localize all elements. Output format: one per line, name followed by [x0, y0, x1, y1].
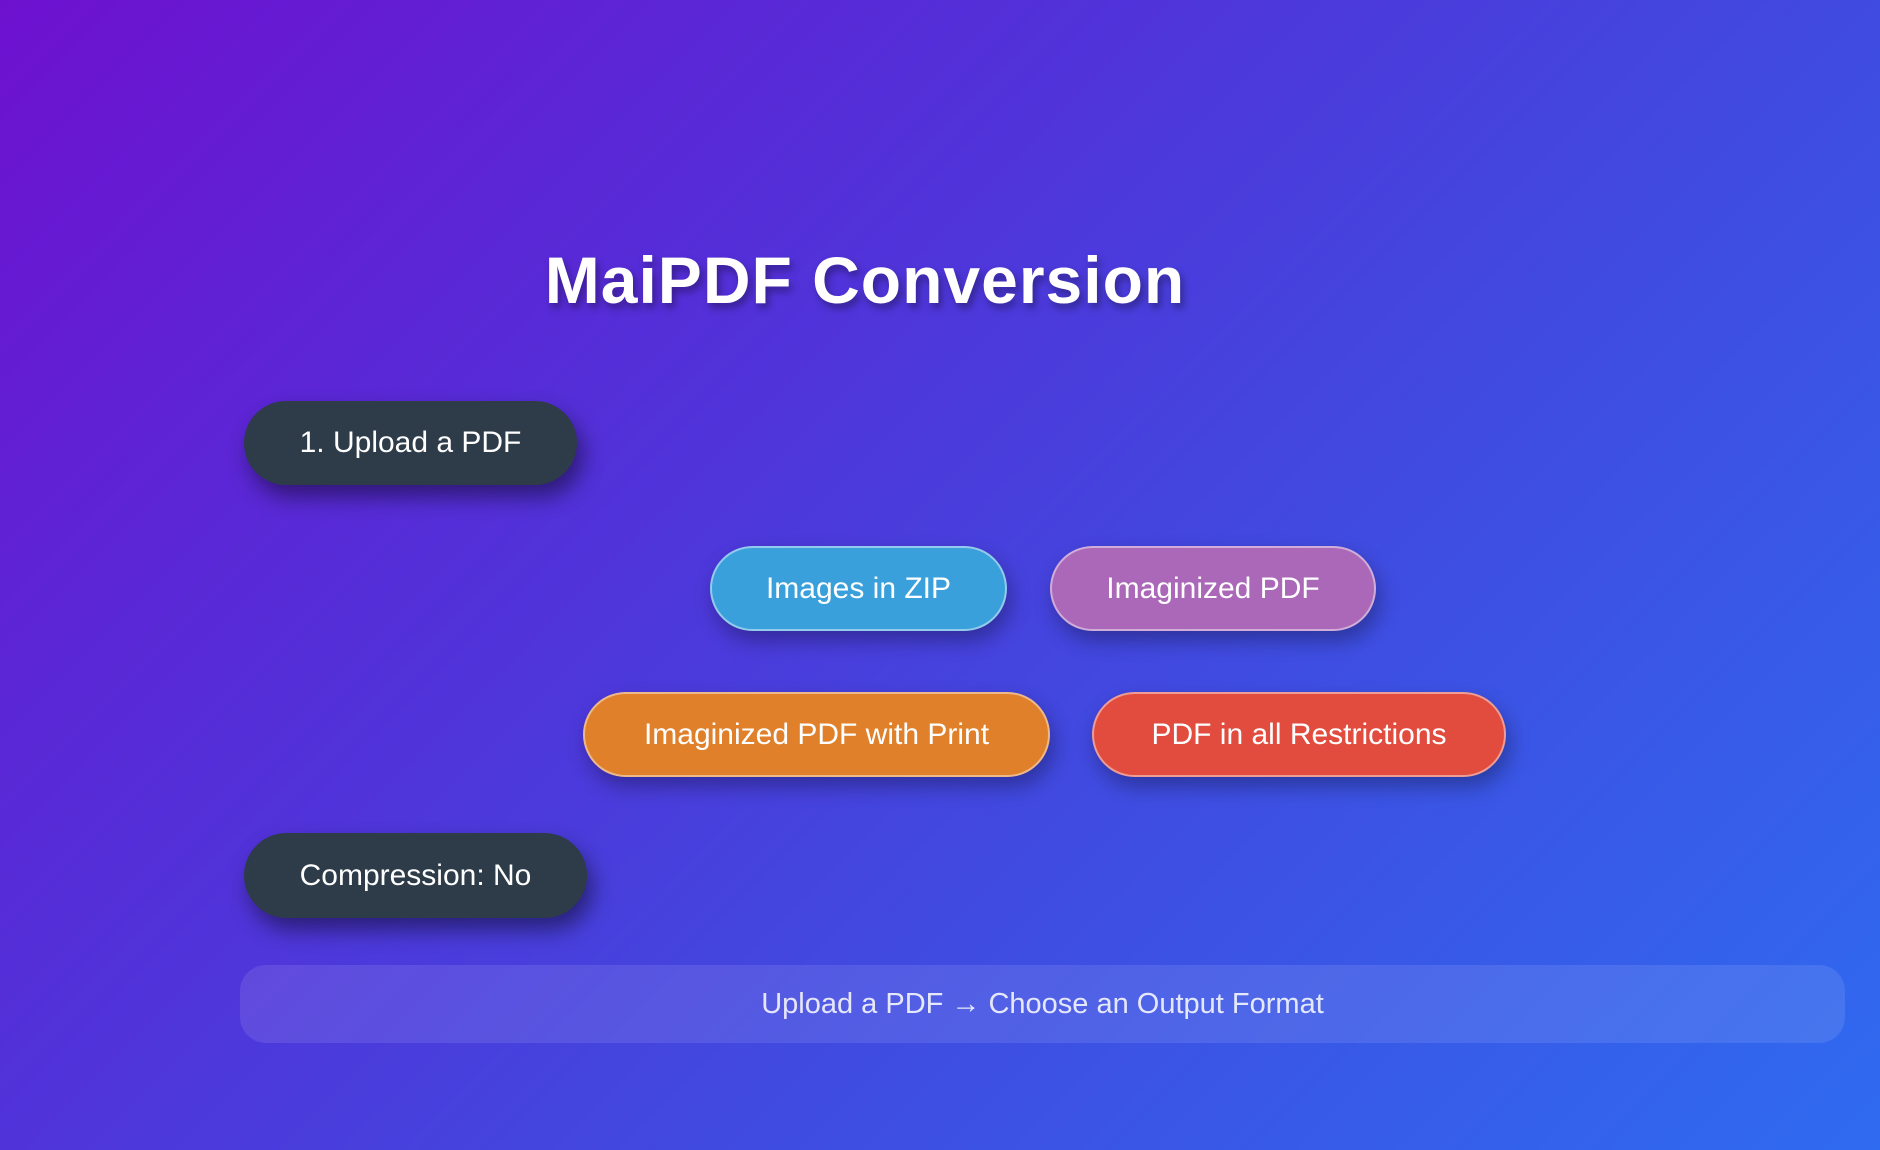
imaginized-pdf-with-print-button[interactable]: Imaginized PDF with Print [583, 692, 1050, 777]
upload-pdf-button[interactable]: 1. Upload a PDF [244, 401, 577, 485]
pdf-in-all-restrictions-button[interactable]: PDF in all Restrictions [1092, 692, 1506, 777]
instruction-status-bar: Upload a PDF → Choose an Output Format [240, 965, 1845, 1043]
page-title: MaiPDF Conversion [544, 243, 1186, 318]
imaginized-pdf-button[interactable]: Imaginized PDF [1050, 546, 1376, 631]
images-in-zip-button[interactable]: Images in ZIP [710, 546, 1007, 631]
compression-toggle-button[interactable]: Compression: No [244, 833, 587, 918]
